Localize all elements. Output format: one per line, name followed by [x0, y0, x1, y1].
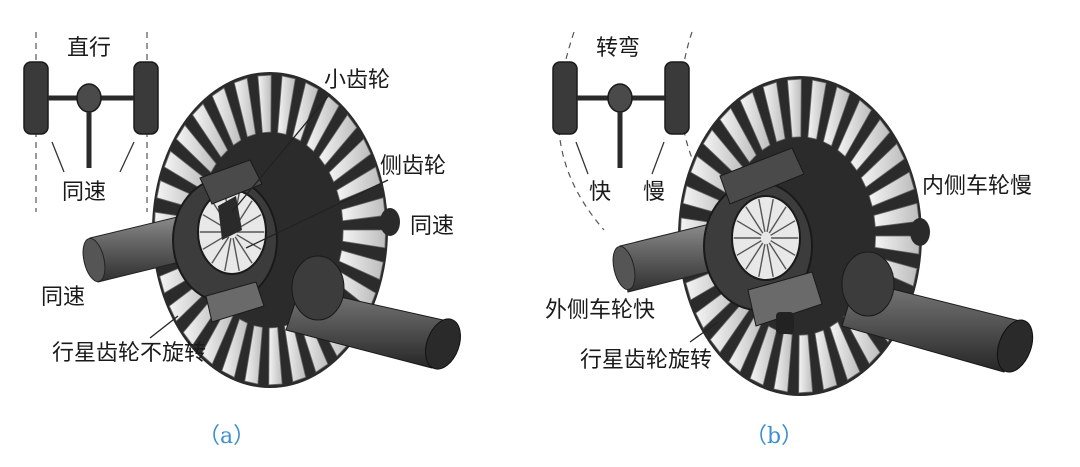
shaft-speed-label-right-a: 同速	[410, 214, 455, 239]
ring-gear-a-tooth	[338, 249, 384, 280]
differential-assembly-a	[82, 72, 461, 388]
hub-right-a	[380, 208, 400, 236]
side-gear-a-tooth	[232, 237, 240, 272]
leader-side-gear-a	[245, 179, 389, 249]
shaft-end-right-b	[996, 319, 1034, 373]
mode-label-straight: 直行	[67, 36, 112, 61]
ring-gear-a-tooth	[257, 74, 272, 134]
leader-fast	[575, 141, 589, 175]
ring-gear-a-tooth	[277, 75, 296, 135]
carrier-arm-top-b	[719, 147, 805, 205]
mode-label-turning: 转弯	[596, 36, 641, 61]
planet-status-label-a: 行星齿轮不旋转	[52, 341, 207, 366]
leader-pinion-a	[231, 93, 331, 213]
wheel-speed-label-a: 同速	[62, 180, 107, 205]
leader-slow	[651, 141, 665, 175]
inner-wheel-label: 内侧车轮慢	[922, 174, 1033, 199]
side-gear-b-tooth	[758, 198, 766, 233]
ring-gear-b-tooth	[798, 334, 813, 394]
side-gear-b-tooth	[758, 243, 766, 278]
shaft-speed-label-left-a: 同速	[41, 285, 86, 310]
pinion-shaft-stub-b	[776, 312, 794, 334]
differential-housing-b	[607, 83, 633, 113]
side-gear-b-tooth	[766, 198, 774, 233]
side-gear-b-tooth	[768, 242, 787, 270]
ring-gear-a-tooth	[306, 95, 340, 153]
side-gear-b-tooth	[770, 220, 796, 236]
differential-housing	[76, 83, 102, 113]
ring-gear-a-tooth	[318, 114, 358, 166]
ring-gear-a-tooth	[175, 124, 217, 174]
side-gear-teeth-b	[733, 198, 799, 278]
planet-status-label-b: 行星齿轮旋转	[580, 348, 713, 373]
leader-planet-a	[149, 315, 179, 339]
slow-label: 慢	[643, 180, 666, 205]
side-gear-b-tooth	[745, 242, 764, 270]
ring-gear-b-tooth	[739, 91, 771, 151]
shaft-end-left-b	[612, 245, 636, 291]
rear-wheel-right-b	[664, 61, 690, 135]
ring-gear-a-tooth	[342, 229, 387, 249]
fast-label: 快	[589, 180, 612, 205]
shaft-end-right-a	[425, 318, 461, 370]
caption-b: （b）	[745, 424, 804, 449]
side-gear-a-tooth	[234, 236, 253, 264]
ring-gear-b-tooth	[719, 107, 757, 163]
ring-gear-b-tooth	[807, 79, 827, 140]
ring-gear-a-tooth	[292, 82, 319, 142]
ring-gear-b-tooth	[829, 321, 861, 381]
leader-same-speed-left	[51, 141, 65, 173]
ring-gear-b-tooth	[787, 78, 802, 138]
caption-a: （a）	[198, 424, 256, 449]
ring-gear-b-tooth	[850, 118, 891, 172]
rear-wheel-left-b	[552, 61, 578, 135]
side-gear-label: 侧齿轮	[380, 154, 447, 179]
ring-gear-b-tooth	[749, 325, 778, 386]
ring-gear-b-tooth	[868, 171, 915, 207]
bearing-collar-b	[841, 251, 895, 317]
side-gear-b-tooth	[745, 206, 764, 234]
side-gear-b	[731, 195, 801, 281]
ring-gear-a-tooth	[233, 77, 256, 138]
leader-same-speed-right	[119, 141, 135, 173]
ring-gear-b-tooth	[814, 329, 838, 391]
ring-gear-b-tooth	[762, 81, 786, 143]
side-gear-b-tooth	[770, 240, 796, 256]
ring-gear-a-tooth	[328, 138, 372, 183]
side-gear-b-tooth	[736, 240, 762, 256]
ring-gear-b-tooth	[860, 143, 905, 188]
side-gear-b-tooth	[736, 220, 762, 236]
ring-gear-b-tooth	[874, 235, 921, 255]
bearing-collar-a	[291, 255, 345, 321]
rear-wheel-right	[133, 61, 159, 135]
side-gear-b-tooth	[768, 206, 787, 234]
ring-gear-a-tooth	[192, 103, 229, 158]
side-gear-a-tooth	[211, 236, 230, 264]
vehicle-inset-turning	[552, 31, 701, 231]
leader-planet-b	[689, 321, 719, 343]
side-gear-b-tooth	[766, 243, 774, 278]
ring-gear-a-tooth	[268, 326, 283, 386]
rear-wheel-left	[23, 61, 49, 135]
ring-gear-b-tooth	[837, 99, 872, 158]
side-gear-a-tooth	[236, 234, 262, 250]
hub-right-b	[910, 218, 930, 246]
carrier-arm-bottom-a	[205, 281, 265, 323]
vehicle-inset-straight	[23, 32, 159, 212]
carrier-arm-top-a	[199, 159, 263, 205]
side-gear-a-tooth	[224, 237, 232, 272]
outer-wheel-label: 外侧车轮快	[545, 298, 656, 323]
ring-gear-a-tooth	[244, 325, 263, 385]
carrier-arm-bottom-b	[747, 271, 823, 327]
ring-gear-b-tooth	[822, 86, 851, 147]
ring-gear-a-tooth	[221, 318, 248, 378]
ring-gear-a-tooth	[211, 87, 242, 146]
panel-a	[23, 32, 461, 388]
panel-b	[552, 31, 1034, 396]
shaft-end-left-a	[82, 237, 106, 283]
pinion-gear-label: 小齿轮	[324, 68, 391, 93]
differential-assembly-b	[612, 76, 1034, 396]
